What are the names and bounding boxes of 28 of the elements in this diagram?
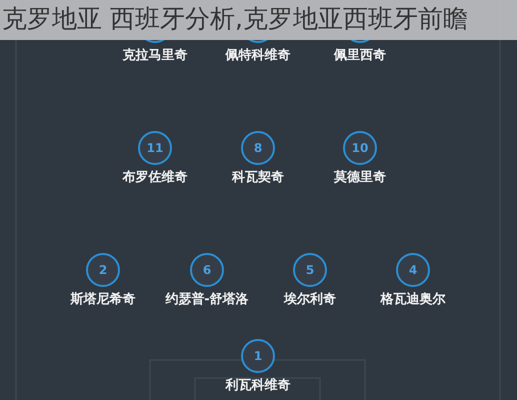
player-name: 科瓦契奇 [232, 171, 284, 184]
player-name: 约瑟普-舒塔洛 [165, 293, 249, 306]
player-circle [86, 253, 120, 287]
player-name: 斯塔尼希奇 [70, 293, 136, 306]
player-circle [190, 253, 224, 287]
player-name: 克拉马里奇 [122, 49, 188, 62]
jersey-number: 8 [254, 142, 262, 154]
player-name: 利瓦科维奇 [226, 379, 290, 392]
player-name: 佩特科维奇 [226, 49, 290, 62]
jersey-number: 5 [306, 264, 314, 276]
jersey-number: 11 [146, 142, 164, 154]
player-name: 佩里西奇 [334, 49, 386, 62]
player-circle [293, 253, 327, 287]
jersey-number: 1 [254, 350, 262, 362]
player-circle [343, 131, 377, 165]
jersey-number: 2 [98, 264, 108, 276]
player-circle [241, 131, 275, 165]
player-name: 莫德里奇 [334, 171, 386, 184]
title-text: 克罗地亚 西班牙分析,克罗地亚西班牙前瞻 [2, 4, 468, 34]
player-name: 格瓦迪奥尔 [380, 293, 446, 306]
player-name: 布罗佐维奇 [122, 171, 188, 184]
player-name: 埃尔利奇 [284, 293, 336, 306]
jersey-number: 6 [202, 264, 212, 276]
jersey-number: 10 [352, 142, 368, 154]
player-circle [138, 131, 172, 165]
player-circle [396, 253, 430, 287]
player-circle [241, 339, 275, 373]
jersey-number: 4 [408, 264, 418, 276]
